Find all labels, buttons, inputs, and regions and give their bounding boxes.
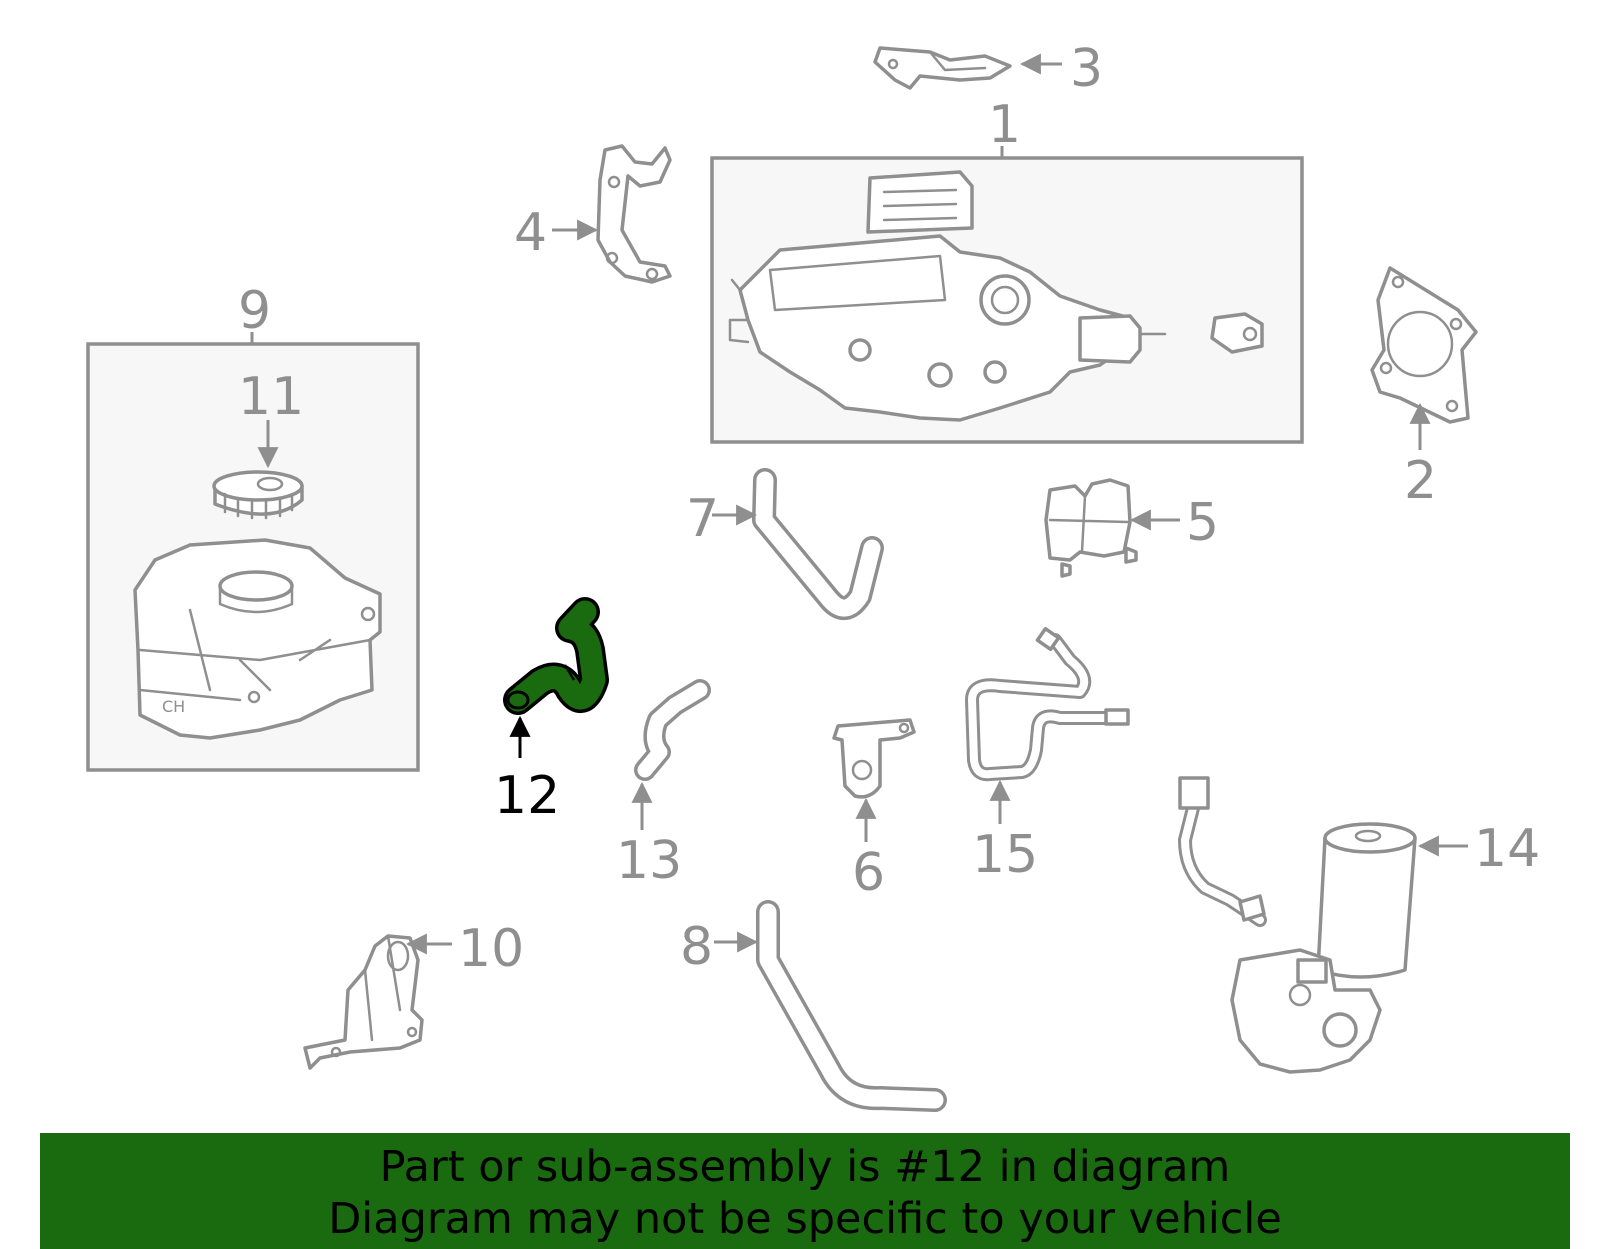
label-8: 8	[680, 917, 713, 977]
label-10: 10	[458, 919, 524, 979]
label-3: 3	[1070, 39, 1103, 99]
label-9: 9	[238, 281, 271, 341]
part-10-bracket[interactable]: 10	[303, 919, 524, 1070]
part-3-bracket[interactable]: 3	[873, 39, 1103, 99]
label-2: 2	[1404, 451, 1437, 511]
label-6: 6	[852, 843, 885, 903]
reservoir-mark: CH	[162, 697, 185, 716]
part-14-pump-motor[interactable]: 14	[1178, 776, 1540, 1074]
part-8-hose[interactable]: 8	[680, 900, 947, 1112]
info-banner: Part or sub-assembly is #12 in diagram D…	[40, 1133, 1570, 1249]
label-13: 13	[616, 831, 682, 891]
part-12-hose[interactable]: 12	[494, 597, 609, 826]
banner-line-1: Part or sub-assembly is #12 in diagram	[379, 1142, 1231, 1192]
label-11: 11	[238, 367, 304, 427]
label-7: 7	[686, 489, 719, 549]
part-9-reservoir-assembly[interactable]: 9 11 CH	[86, 281, 420, 772]
part-1-actuator-assembly[interactable]: 1	[710, 95, 1304, 444]
part-6-bracket[interactable]: 6	[832, 718, 916, 903]
label-12: 12	[494, 766, 560, 826]
part-2-gasket[interactable]: 2	[1370, 266, 1478, 511]
label-4: 4	[514, 203, 547, 263]
label-15: 15	[972, 825, 1038, 885]
part-5-bracket[interactable]: 5	[1044, 478, 1219, 578]
part-4-bracket[interactable]: 4	[514, 144, 672, 284]
label-14: 14	[1474, 819, 1540, 879]
part-11-cap[interactable]	[212, 470, 304, 520]
part-13-hose[interactable]: 13	[616, 679, 711, 891]
banner-line-2: Diagram may not be specific to your vehi…	[328, 1194, 1282, 1244]
label-5: 5	[1186, 493, 1219, 553]
part-15-wire-harness[interactable]: 15	[965, 626, 1130, 885]
part-7-hose[interactable]: 7	[686, 468, 884, 620]
label-1: 1	[988, 95, 1021, 155]
